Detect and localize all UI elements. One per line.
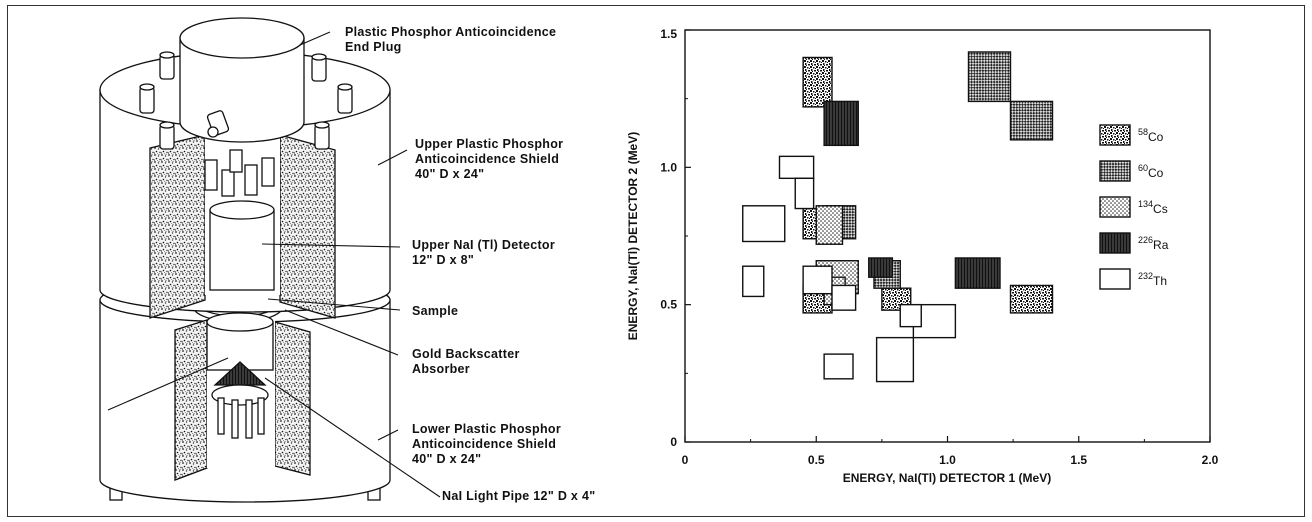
y-tick-label: 0.5 [660, 298, 677, 312]
label-light-pipe: NaI Light Pipe 12" D x 4" [442, 489, 595, 503]
upper-nai-detector [209, 200, 275, 291]
region-232th-2 [742, 205, 786, 243]
region-232th-7 [875, 336, 915, 383]
chart-legend: 58Co 60Co 134Cs 226Ra 232Th [1099, 124, 1169, 290]
region-60co-1 [1009, 100, 1054, 141]
detector-diagram: Plastic Phosphor Anticoincidence End Plu… [99, 17, 595, 503]
label-upper-shield: Upper Plastic Phosphor Anticoincidence S… [415, 137, 567, 181]
x-tick-label: 0 [682, 453, 689, 467]
label-gold-absorber: Gold Backscatter Absorber [412, 347, 523, 376]
chart-ticks: 0 0.5 1.0 1.5 2.0 0 0.5 1.0 1.5 [660, 27, 1218, 467]
legend-swatch-232th [1099, 268, 1131, 290]
region-232th-5 [831, 284, 857, 311]
leader-line [377, 149, 408, 166]
y-tick-label: 1.5 [660, 27, 677, 41]
y-axis-label: ENERGY, NaI(Tl) DETECTOR 2 (MeV) [626, 132, 640, 340]
leader-line [377, 429, 399, 441]
x-tick-label: 1.0 [939, 453, 956, 467]
label-end-plug: Plastic Phosphor Anticoincidence End Plu… [345, 25, 560, 54]
label-upper-detector: Upper NaI (Tl) Detector 12" D x 8" [412, 238, 559, 267]
legend-label-58co: 58Co [1138, 127, 1164, 144]
top-studs [139, 51, 353, 150]
region-134cs-0 [815, 205, 844, 245]
label-sample: Sample [412, 304, 458, 318]
leader-line [264, 377, 441, 498]
region-232th-9 [899, 303, 922, 328]
legend-swatch-60co [1099, 160, 1131, 182]
y-tick-label: 1.0 [660, 160, 677, 174]
legend-label-60co: 60Co [1138, 163, 1164, 180]
leader-line [284, 309, 399, 356]
region-232th-6 [823, 353, 854, 380]
region-232th-0 [778, 155, 815, 180]
x-axis-label: ENERGY, NaI(Tl) DETECTOR 1 (MeV) [843, 471, 1051, 485]
diagram-labels: Plastic Phosphor Anticoincidence End Plu… [345, 25, 595, 503]
energy-chart: 0 0.5 1.0 1.5 2.0 0 0.5 1.0 1.5 ENERGY, NaI(Tl) … [626, 27, 1219, 485]
legend-label-134cs: 134Cs [1138, 199, 1168, 216]
region-232th-3 [742, 265, 765, 298]
light-pipe [211, 361, 269, 439]
x-tick-label: 0.5 [808, 453, 825, 467]
leader-line [299, 31, 331, 46]
leader-lines [107, 31, 441, 498]
leader-line [267, 298, 401, 311]
region-226ra-0 [823, 100, 859, 147]
region-58co-0 [802, 56, 833, 108]
region-60co-0 [967, 51, 1012, 103]
region-232th-1 [794, 177, 815, 210]
x-tick-label: 1.5 [1070, 453, 1087, 467]
legend-label-226ra: 226Ra [1138, 235, 1169, 252]
figure-frame [7, 5, 1305, 517]
pmt-tubes [204, 149, 275, 197]
region-232th-4 [802, 265, 833, 295]
label-lower-shield: Lower Plastic Phosphor Anticoincidence S… [412, 422, 565, 466]
region-226ra-2 [954, 257, 1001, 289]
legend-swatch-226ra [1099, 232, 1131, 254]
region-58co-4 [1009, 284, 1054, 314]
y-tick-label: 0 [670, 435, 677, 449]
leader-line [261, 243, 401, 248]
legend-swatch-134cs [1099, 196, 1131, 218]
region-226ra-1 [868, 257, 894, 278]
x-tick-label: 2.0 [1202, 453, 1219, 467]
legend-swatch-58co [1099, 124, 1131, 146]
end-plug [179, 17, 305, 143]
leader-line [107, 357, 229, 411]
legend-label-232th: 232Th [1138, 271, 1167, 288]
chart-regions [742, 51, 1054, 383]
